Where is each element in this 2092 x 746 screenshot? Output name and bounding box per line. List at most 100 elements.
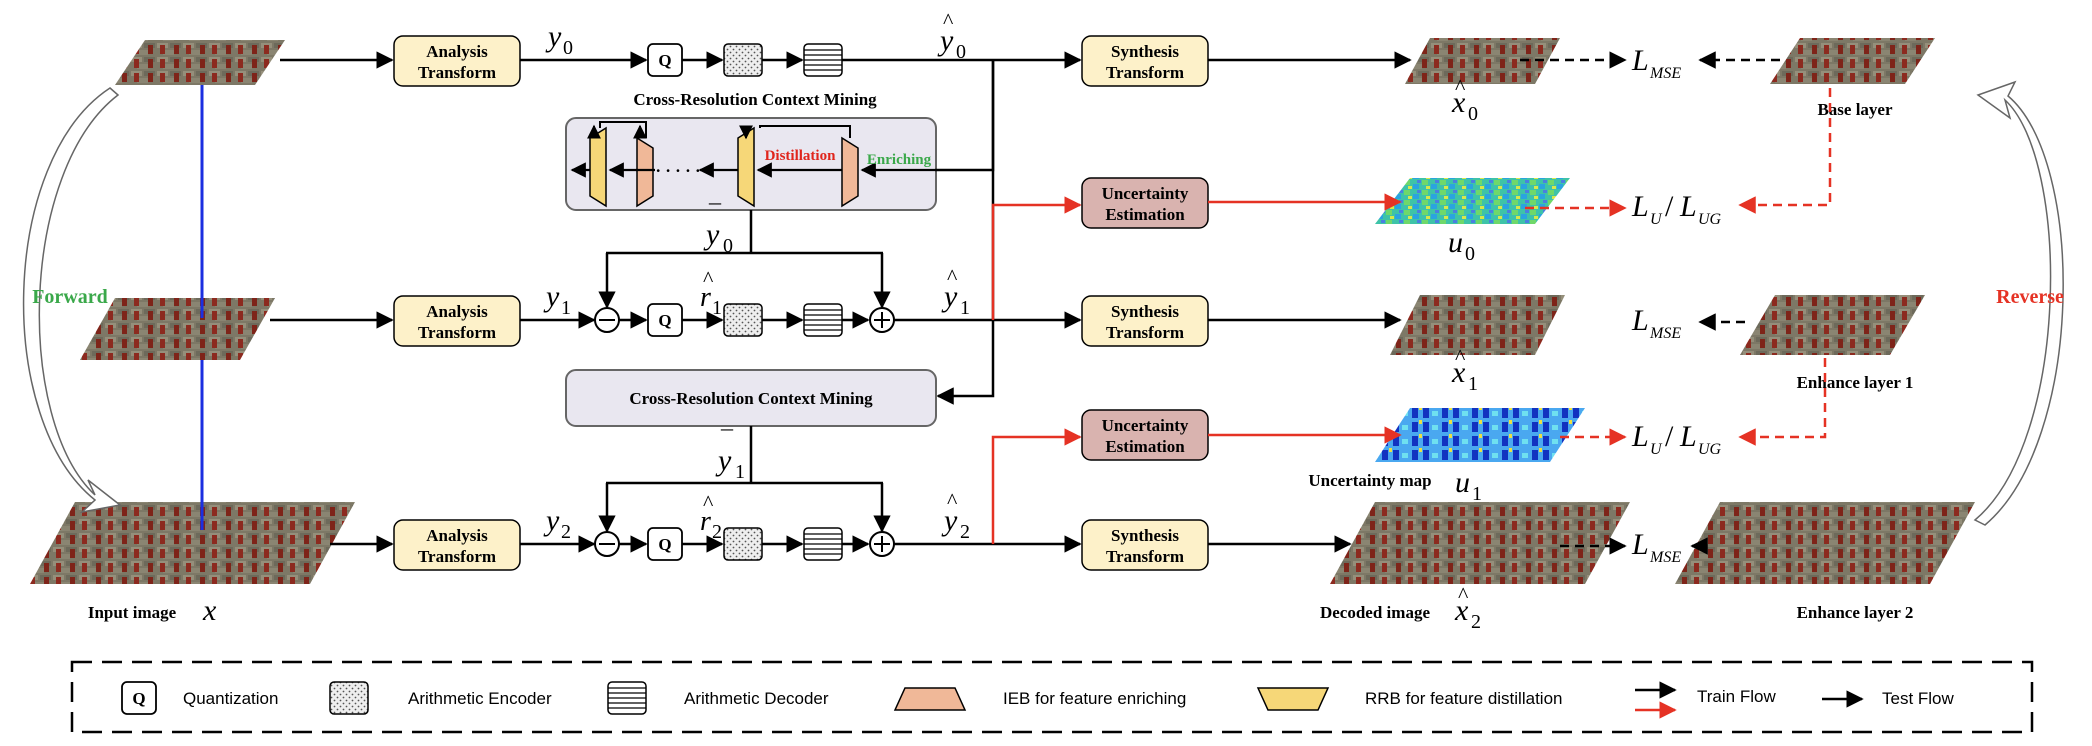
svg-text:Uncertainty: Uncertainty: [1102, 416, 1189, 435]
enhance-layer-2-image: [1675, 502, 1975, 584]
loss-mse-1: L MSE: [1631, 304, 1681, 342]
uncertainty-maps: [1375, 178, 1585, 462]
svg-text:UG: UG: [1698, 441, 1722, 458]
svg-text:1: 1: [735, 461, 745, 483]
label-y0: y 0: [545, 20, 573, 59]
svg-text:y: y: [937, 24, 954, 57]
svg-text:1: 1: [712, 297, 722, 319]
svg-text:y: y: [543, 280, 560, 313]
svg-text:Uncertainty: Uncertainty: [1102, 184, 1189, 203]
svg-text:1: 1: [561, 297, 571, 319]
input-image-small: [115, 40, 285, 85]
svg-text:Train Flow: Train Flow: [1697, 687, 1776, 706]
enhance-layer-2-label: Enhance layer 2: [1797, 603, 1914, 622]
forward-label: Forward: [32, 286, 108, 308]
svg-text:RRB for feature distillation: RRB for feature distillation: [1365, 689, 1562, 708]
synthesis-transform-1: Synthesis Transform: [1081, 295, 1209, 347]
svg-text:^: ^: [1455, 344, 1466, 369]
loss-mse-0: L MSE: [1631, 44, 1681, 82]
label-rhat2: r ^ 2: [700, 490, 722, 543]
reverse-label: Reverse: [1996, 286, 2064, 308]
svg-text:Transform: Transform: [1106, 63, 1184, 82]
svg-text:y: y: [941, 280, 958, 313]
arithmetic-encoder-0: [723, 43, 763, 77]
target-image-stack: [1675, 38, 1975, 584]
svg-text:2: 2: [561, 521, 571, 543]
svg-text:/: /: [1665, 190, 1674, 223]
input-image-label: Input image: [88, 603, 177, 622]
legend-train-flow: Train Flow: [1635, 681, 1776, 719]
ieb-block-1: [841, 136, 859, 208]
legend-arithmetic-decoder: Arithmetic Decoder: [607, 681, 829, 715]
subtract-op-2: [594, 531, 620, 557]
svg-text:^: ^: [1458, 582, 1469, 607]
quantizer-2: Q: [647, 527, 683, 561]
arithmetic-decoder-0: [803, 43, 843, 77]
svg-text:Analysis: Analysis: [426, 42, 488, 61]
uncertainty-map-u1: [1375, 408, 1585, 462]
svg-text:1: 1: [960, 297, 970, 319]
decoded-image-label: Decoded image: [1320, 603, 1430, 622]
enhance-layer-1-label: Enhance layer 1: [1797, 373, 1914, 392]
svg-text:· · · · ·: · · · · ·: [655, 161, 700, 180]
legend-arithmetic-encoder: Arithmetic Encoder: [329, 681, 552, 715]
arithmetic-decoder-2: [803, 527, 843, 561]
svg-text:u: u: [1448, 226, 1463, 259]
svg-text:/: /: [1665, 420, 1674, 453]
svg-text:U: U: [1650, 441, 1663, 458]
synthesis-transform-2: Synthesis Transform: [1081, 519, 1209, 571]
svg-text:^: ^: [947, 264, 958, 289]
svg-text:1: 1: [1468, 373, 1478, 395]
svg-text:UG: UG: [1698, 211, 1722, 228]
analysis-transform-2: Analysis Transform: [393, 519, 521, 571]
loss-u-ug-1: L U / L UG: [1631, 420, 1722, 458]
svg-text:0: 0: [1468, 103, 1478, 125]
analysis-transform-1: Analysis Transform: [393, 295, 521, 347]
label-xhat2: x ^ 2: [1454, 582, 1481, 633]
svg-text:MSE: MSE: [1649, 65, 1681, 82]
subtract-op-1: [594, 307, 620, 333]
svg-text:r: r: [700, 506, 711, 537]
svg-text:Q: Q: [658, 51, 671, 70]
uncertainty-estimation-1: Uncertainty Estimation: [1081, 409, 1209, 461]
loss-mse-2: L MSE: [1631, 528, 1681, 566]
svg-text:Synthesis: Synthesis: [1111, 526, 1179, 545]
svg-text:IEB for feature enriching: IEB for feature enriching: [1003, 689, 1186, 708]
svg-text:Q: Q: [658, 311, 671, 330]
svg-text:Transform: Transform: [418, 323, 496, 342]
label-yhat2: y ^ 2: [941, 488, 970, 543]
enriching-label: Enriching: [867, 152, 932, 168]
svg-text:y: y: [715, 444, 732, 477]
svg-text:Transform: Transform: [1106, 547, 1184, 566]
svg-text:Estimation: Estimation: [1105, 437, 1185, 456]
svg-text:Synthesis: Synthesis: [1111, 42, 1179, 61]
add-op-2: [869, 531, 895, 557]
legend: Q Quantization Arithmetic Encoder Arithm…: [70, 660, 2034, 734]
label-u1: u 1: [1455, 466, 1482, 505]
svg-text:Estimation: Estimation: [1105, 205, 1185, 224]
forward-arrow: [22, 87, 122, 514]
add-op-1: [869, 307, 895, 333]
svg-text:Transform: Transform: [1106, 323, 1184, 342]
svg-text:Arithmetic Decoder: Arithmetic Decoder: [684, 689, 829, 708]
svg-text:L: L: [1679, 190, 1697, 223]
svg-text:Q: Q: [132, 689, 145, 708]
svg-text:^: ^: [947, 488, 958, 513]
svg-text:x: x: [1451, 86, 1466, 119]
label-ybar0: y ¯ 0: [703, 202, 733, 257]
svg-text:y: y: [545, 20, 562, 53]
svg-text:¯: ¯: [708, 202, 722, 228]
reverse-arrow: [1973, 80, 2064, 526]
uncertainty-estimation-0: Uncertainty Estimation: [1081, 177, 1209, 229]
label-xhat0: x ^ 0: [1451, 74, 1478, 125]
input-image-stack: [30, 40, 355, 584]
svg-text:2: 2: [1471, 611, 1481, 633]
svg-text:L: L: [1631, 190, 1649, 223]
svg-text:L: L: [1631, 44, 1649, 77]
svg-text:0: 0: [563, 37, 573, 59]
svg-text:0: 0: [1465, 243, 1475, 265]
svg-text:Analysis: Analysis: [426, 526, 488, 545]
uncertainty-map-u0: [1375, 178, 1570, 224]
svg-text:MSE: MSE: [1649, 325, 1681, 342]
